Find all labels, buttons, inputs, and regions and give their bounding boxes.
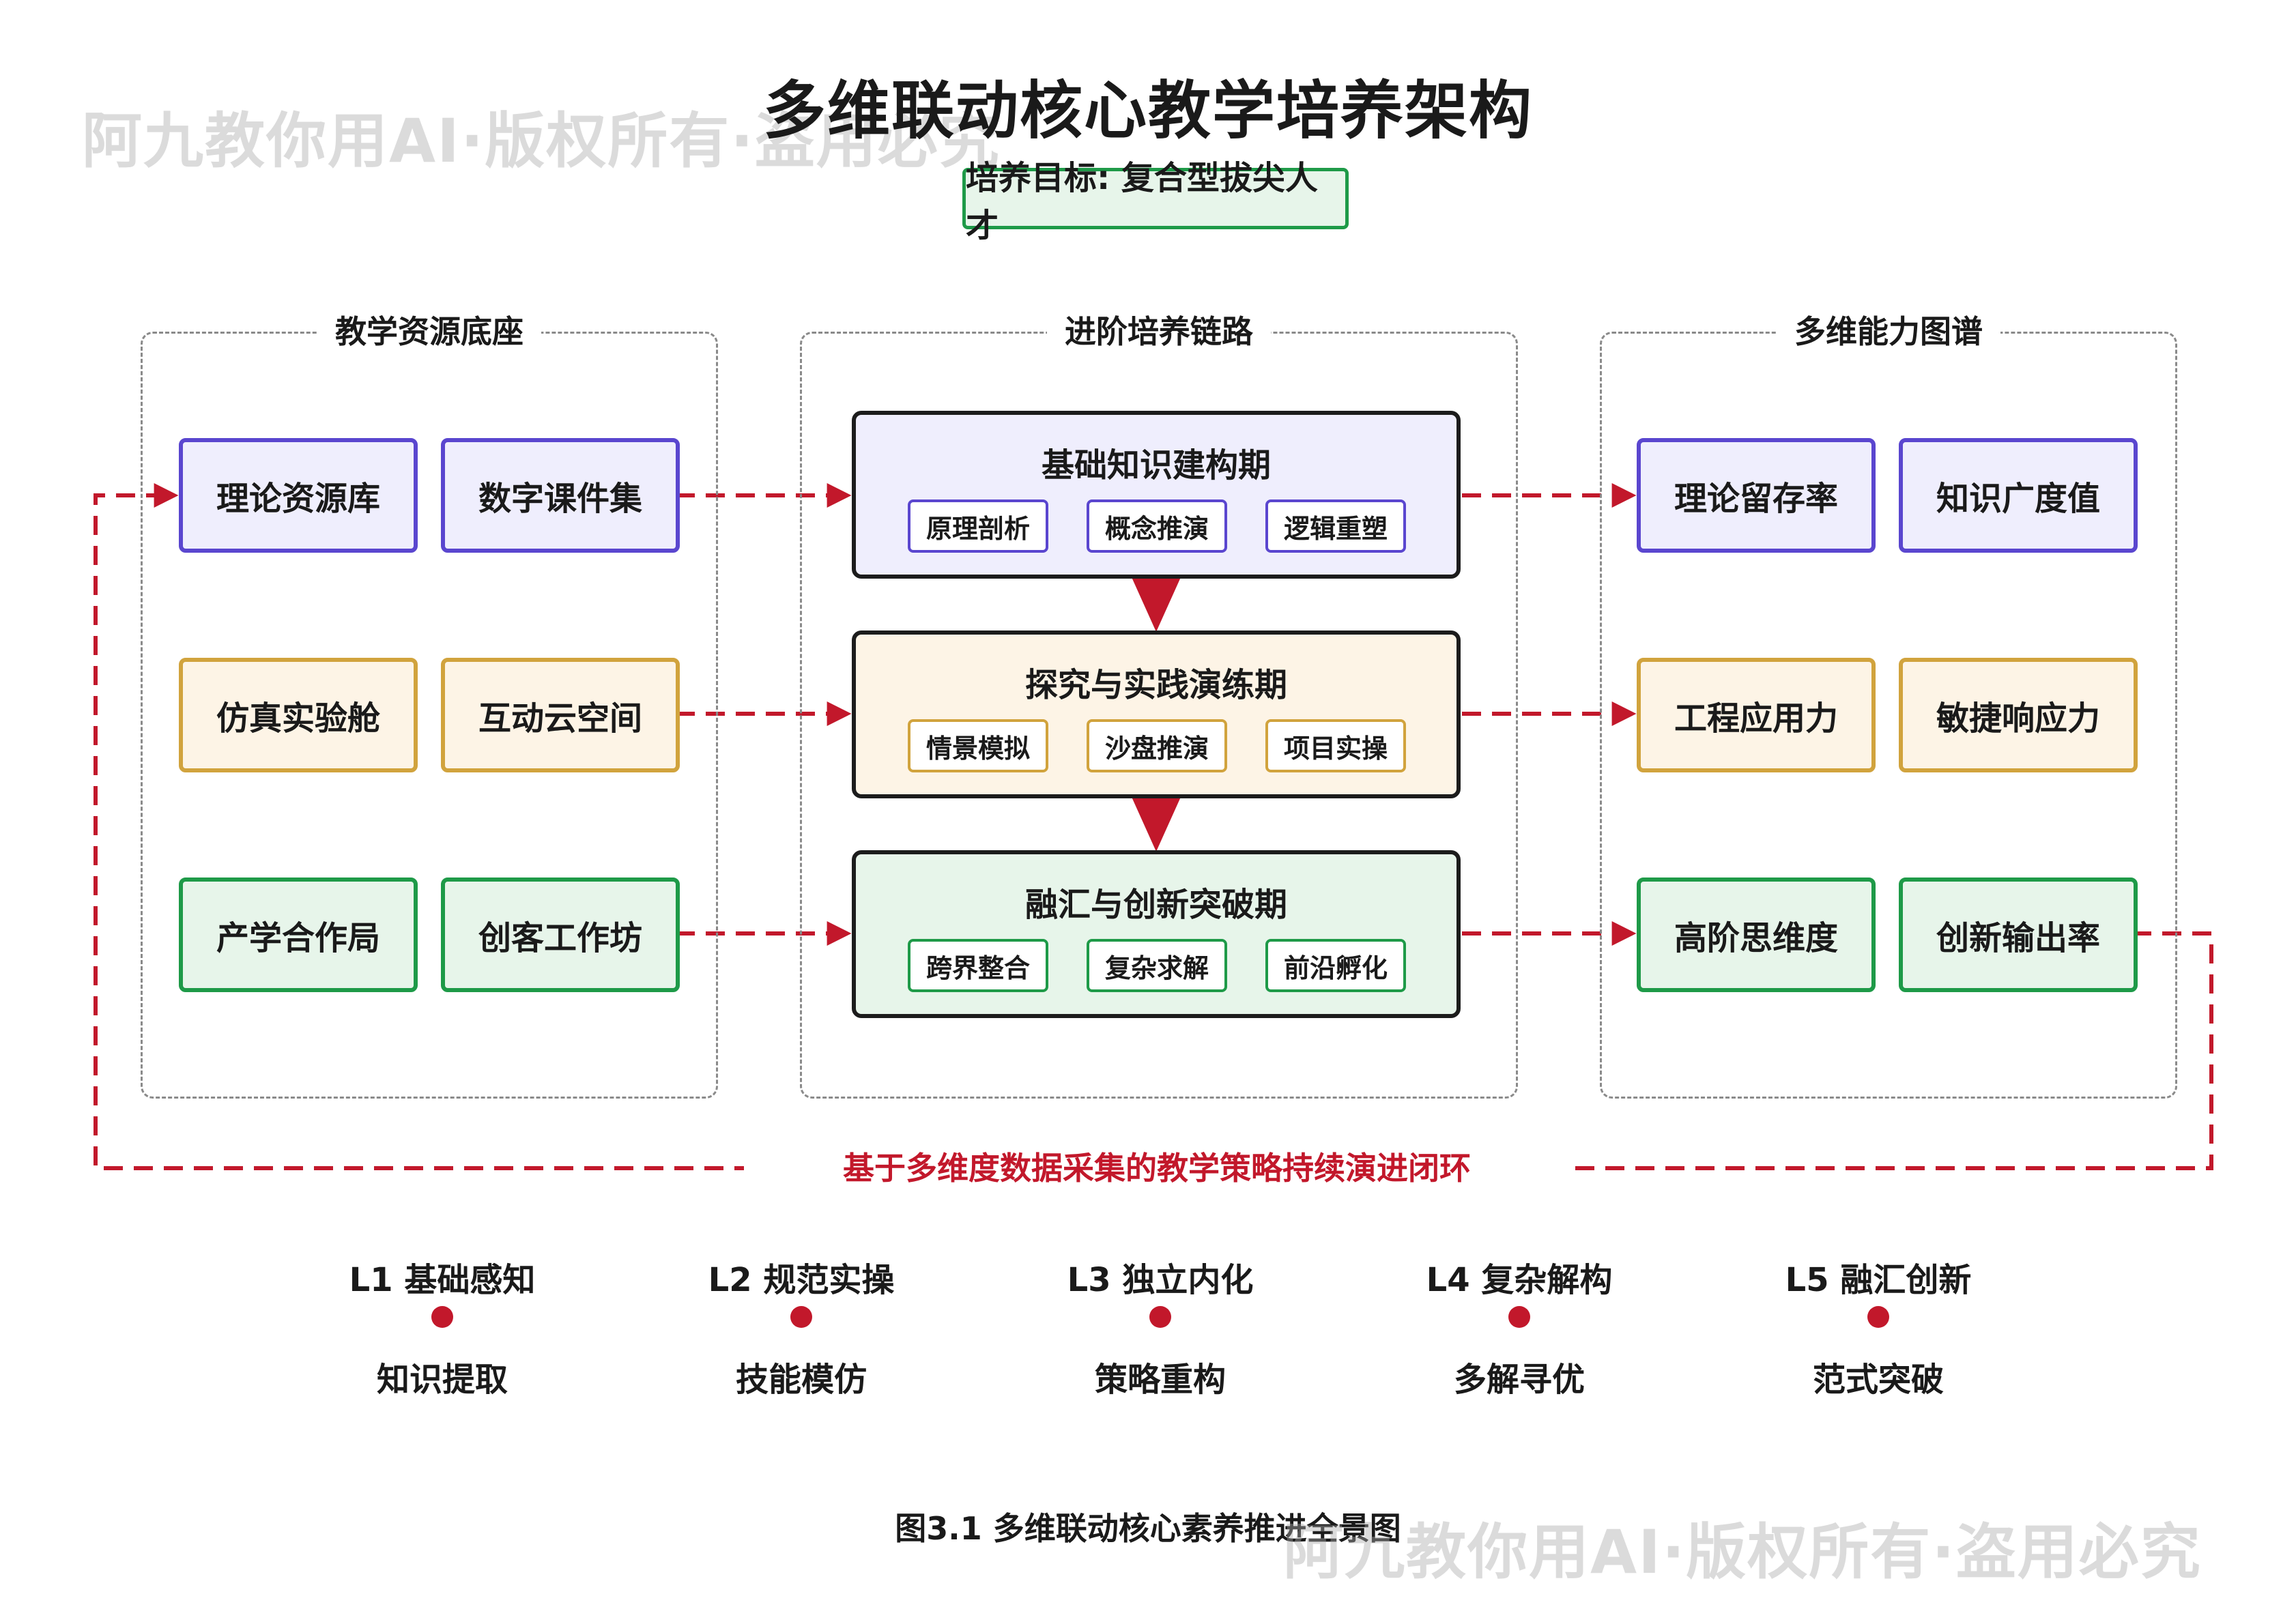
level-description: 技能模仿 bbox=[735, 1361, 867, 1399]
level-description: 知识提取 bbox=[376, 1361, 508, 1399]
panel-title-abilities: 多维能力图谱 bbox=[1777, 311, 2000, 352]
stage-chip: 概念推演 bbox=[1087, 499, 1227, 553]
level-description: 范式突破 bbox=[1812, 1361, 1944, 1399]
stage-practice: 探究与实践演练期 情景模拟 沙盘推演 项目实操 bbox=[852, 630, 1461, 798]
stage-chip: 逻辑重塑 bbox=[1265, 499, 1406, 553]
panel-title-resources: 教学资源底座 bbox=[317, 311, 541, 352]
ability-theory-retention: 理论留存率 bbox=[1637, 438, 1876, 553]
ability-innovation-output: 创新输出率 bbox=[1899, 878, 2138, 992]
level-description: 策略重构 bbox=[1094, 1361, 1226, 1399]
ability-knowledge-breadth: 知识广度值 bbox=[1899, 438, 2138, 553]
level-name: L4 复杂解构 bbox=[1426, 1261, 1613, 1299]
resource-digital-courseware: 数字课件集 bbox=[441, 438, 680, 553]
diagram-title: 多维联动核心教学培养架构 bbox=[762, 74, 1533, 147]
panel-title-pathway: 进阶培养链路 bbox=[1047, 311, 1271, 352]
level-dot bbox=[1867, 1306, 1889, 1328]
stage-title: 基础知识建构期 bbox=[1041, 446, 1271, 484]
resource-interactive-cloud: 互动云空间 bbox=[441, 658, 680, 772]
stage-title: 融汇与创新突破期 bbox=[1024, 886, 1287, 924]
level-name: L3 独立内化 bbox=[1067, 1261, 1254, 1299]
stage-chip: 情景模拟 bbox=[908, 719, 1048, 772]
stage-title: 探究与实践演练期 bbox=[1024, 666, 1287, 704]
stage-chip: 前沿孵化 bbox=[1265, 939, 1406, 992]
level-name: L2 规范实操 bbox=[708, 1261, 895, 1299]
watermark-bottom: 阿九教你用AI·版权所有·盗用必究 bbox=[1283, 1517, 2202, 1587]
level-dot bbox=[790, 1306, 812, 1328]
feedback-loop-label: 基于多维度数据采集的教学策略持续演进闭环 bbox=[744, 1140, 1570, 1197]
ability-higher-order-thinking: 高阶思维度 bbox=[1637, 878, 1876, 992]
stage-innovation: 融汇与创新突破期 跨界整合 复杂求解 前沿孵化 bbox=[852, 850, 1461, 1018]
ability-agile-response: 敏捷响应力 bbox=[1899, 658, 2138, 772]
level-dot bbox=[1508, 1306, 1530, 1328]
resource-theory-library: 理论资源库 bbox=[179, 438, 418, 553]
resource-maker-workshop: 创客工作坊 bbox=[441, 878, 680, 992]
level-description: 多解寻优 bbox=[1453, 1361, 1585, 1399]
figure-caption: 图3.1 多维联动核心素养推进全景图 bbox=[895, 1510, 1401, 1547]
level-name: L5 融汇创新 bbox=[1785, 1261, 1972, 1299]
resource-simulation-lab: 仿真实验舱 bbox=[179, 658, 418, 772]
stage-chip: 复杂求解 bbox=[1087, 939, 1227, 992]
level-dot bbox=[1149, 1306, 1171, 1328]
level-name: L1 基础感知 bbox=[349, 1261, 536, 1299]
stage-chip: 项目实操 bbox=[1265, 719, 1406, 772]
stage-chip: 沙盘推演 bbox=[1087, 719, 1227, 772]
ability-engineering: 工程应用力 bbox=[1637, 658, 1876, 772]
goal-badge: 培养目标: 复合型拔尖人才 bbox=[962, 159, 1349, 245]
level-dot bbox=[431, 1306, 453, 1328]
stage-chip: 原理剖析 bbox=[908, 499, 1048, 553]
watermark-top: 阿九教你用AI·版权所有·盗用必究 bbox=[82, 106, 1001, 176]
stage-foundation: 基础知识建构期 原理剖析 概念推演 逻辑重塑 bbox=[852, 411, 1461, 579]
stage-chip: 跨界整合 bbox=[908, 939, 1048, 992]
resource-industry-cooperation: 产学合作局 bbox=[179, 878, 418, 992]
